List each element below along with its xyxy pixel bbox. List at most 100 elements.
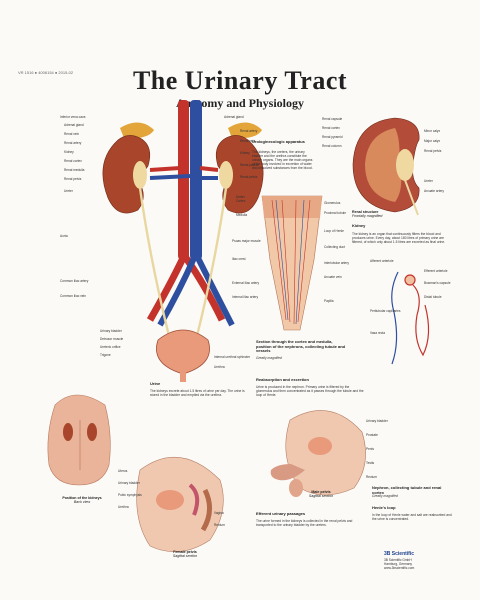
- page-subtitle: Anatomy and Physiology: [175, 96, 305, 110]
- label-detrusor-muscle: Detrusor muscle: [100, 337, 124, 341]
- efferent-body: The urine formed in the kidneys is colle…: [256, 519, 353, 528]
- urine-body: The kidneys excrete about 1.5 litres of …: [150, 389, 245, 398]
- publisher-line-1: 3B Scientific GmbH: [384, 558, 412, 562]
- page-title: The Urinary Tract: [132, 66, 348, 95]
- label-afferent-arteriole: Afferent arteriole: [370, 259, 394, 263]
- label-uterus: Uterus: [118, 469, 128, 473]
- efferent-heading: Efferent urinary passages: [256, 511, 306, 516]
- label-female-rectum: Rectum: [214, 523, 225, 527]
- main-urinary-tract-illustration: [102, 100, 264, 382]
- label-ureter-left: Ureter: [64, 189, 73, 193]
- label-renal-pelvis-right: Renal pelvis: [240, 175, 258, 179]
- nephron-heading: Nephron, collecting tubule and renal cor…: [372, 485, 442, 495]
- common-iliac-vein-right: [195, 256, 235, 327]
- adrenal-gland-right: [228, 122, 262, 139]
- renal-pelvis-left: [133, 161, 147, 189]
- label-medulla: Medulla: [236, 213, 248, 217]
- label-ureter: Ureter: [424, 179, 433, 183]
- label-kidney-right: Kidney: [240, 151, 250, 155]
- label-arcuate-vein: Arcuate vein: [324, 275, 342, 279]
- label-urinary-bladder: Urinary bladder: [100, 329, 122, 333]
- publisher-line-3: www.3bscientific.com: [384, 566, 415, 570]
- label-prostate: Prostate: [366, 433, 378, 437]
- label-bowmans-capsule: Bowman's capsule: [424, 281, 451, 285]
- label-adrenal-gland-left: Adrenal gland: [64, 123, 84, 127]
- label-male-rectum: Rectum: [366, 475, 377, 479]
- label-pubic-symphysis: Pubic symphysis: [118, 493, 142, 497]
- label-psoas-major: Psoas major muscle: [232, 239, 261, 243]
- male-pelvis-illustration: [270, 410, 366, 497]
- kidney-heading: Kidney: [352, 223, 366, 228]
- label-female-bladder: Urinary bladder: [118, 481, 140, 485]
- reabsorption-heading: Reabsorption and excretion: [256, 377, 309, 382]
- label-renal-vein-right: Renal vein: [240, 139, 256, 143]
- label-adrenal-gland-right: Adrenal gland: [224, 115, 244, 119]
- label-ureteric-orifice: Ureteric orifice: [100, 345, 121, 349]
- label-cortex: Cortex: [236, 199, 246, 203]
- ureter-right: [194, 187, 228, 341]
- common-iliac-artery-left: [146, 256, 187, 322]
- label-internal-urethral-sphincter: Internal urethral sphincter: [214, 355, 251, 359]
- label-interlobular-artery: Interlobular artery: [324, 261, 349, 265]
- tubule-subheading: Greatly magnified: [256, 356, 282, 360]
- label-ureter-right: Ureter: [236, 195, 245, 199]
- female-pelvis-illustration: [136, 456, 224, 553]
- label-aorta: Aorta: [60, 234, 68, 238]
- product-code: VR 1516 ● 4006154 ● 2015-02: [18, 70, 74, 75]
- nephron-illustration: [391, 271, 430, 365]
- renal-artery-left: [149, 166, 181, 172]
- kidneys-position-illustration: [47, 394, 111, 486]
- label-peritubular-capillaries: Peritubular capillaries: [370, 309, 401, 313]
- label-renal-papilla: Renal papilla: [240, 163, 259, 167]
- urinary-bladder: [156, 329, 210, 375]
- urinogenital-body: The kidneys, the ureters, the urinary bl…: [252, 150, 313, 171]
- label-urethra: Urethra: [214, 365, 225, 369]
- label-efferent-arteriole: Efferent arteriole: [424, 269, 448, 273]
- label-renal-medulla-left: Renal medulla: [64, 168, 85, 172]
- label-trigone: Trigone: [100, 353, 111, 357]
- tubule-heading: Section through the cortex and medulla, …: [256, 339, 346, 354]
- publisher-logo: 3B Scientific 3B Scientific GmbH Hamburg…: [384, 552, 444, 570]
- label-internal-iliac-artery: Internal iliac artery: [232, 295, 259, 299]
- label-common-iliac-vein: Common iliac vein: [60, 294, 87, 298]
- label-papilla: Papilla: [324, 299, 334, 303]
- label-renal-cortex-left: Renal cortex: [64, 159, 82, 163]
- label-collecting-duct: Collecting duct: [324, 245, 345, 249]
- label-loop-of-henle: Loop of Henle: [324, 229, 344, 233]
- aorta: [178, 100, 189, 260]
- label-distal-tubule: Distal tubule: [424, 295, 442, 299]
- urethra: [180, 372, 186, 382]
- label-renal-column: Renal column: [322, 144, 342, 148]
- urine-heading: Urine: [150, 381, 161, 386]
- reabsorption-body: Urine is produced in the nephron. Primar…: [256, 385, 364, 398]
- label-renal-cortex: Renal cortex: [322, 126, 340, 130]
- label-female-urethra: Urethra: [118, 505, 129, 509]
- tubule-section-illustration: [261, 195, 323, 331]
- urinogenital-heading: Urologinecologic apparatus: [252, 139, 305, 144]
- label-proximal-tubule: Proximal tubule: [324, 211, 346, 215]
- label-minor-calyx: Minor calyx: [424, 129, 441, 133]
- label-arcuate-artery: Arcuate artery: [424, 189, 445, 193]
- label-renal-pyramid: Renal pyramid: [322, 135, 343, 139]
- publisher-brand: 3B Scientific: [384, 551, 415, 557]
- kidney-body: The kidney is an organ that continuously…: [352, 232, 446, 245]
- label-testis: Testis: [366, 461, 375, 465]
- ureter-left: [138, 187, 172, 341]
- renal-vein-left: [149, 174, 191, 180]
- label-glomerulus: Glomerulus: [324, 201, 341, 205]
- label-major-calyx: Major calyx: [424, 139, 441, 143]
- renal-pelvis-right: [219, 161, 233, 189]
- label-renal-pelvis: Renal pelvis: [424, 149, 442, 153]
- label-common-iliac-artery: Common iliac artery: [60, 279, 89, 283]
- label-male-bladder: Urinary bladder: [366, 419, 388, 423]
- renal-artery-right: [199, 166, 219, 172]
- label-renal-artery-left: Renal artery: [64, 141, 82, 145]
- label-vasa-recta: Vasa recta: [370, 331, 385, 335]
- label-renal-vein-left: Renal vein: [64, 132, 80, 136]
- label-iliac-crest: Iliac crest: [232, 257, 246, 261]
- inferior-vena-cava: [190, 100, 202, 260]
